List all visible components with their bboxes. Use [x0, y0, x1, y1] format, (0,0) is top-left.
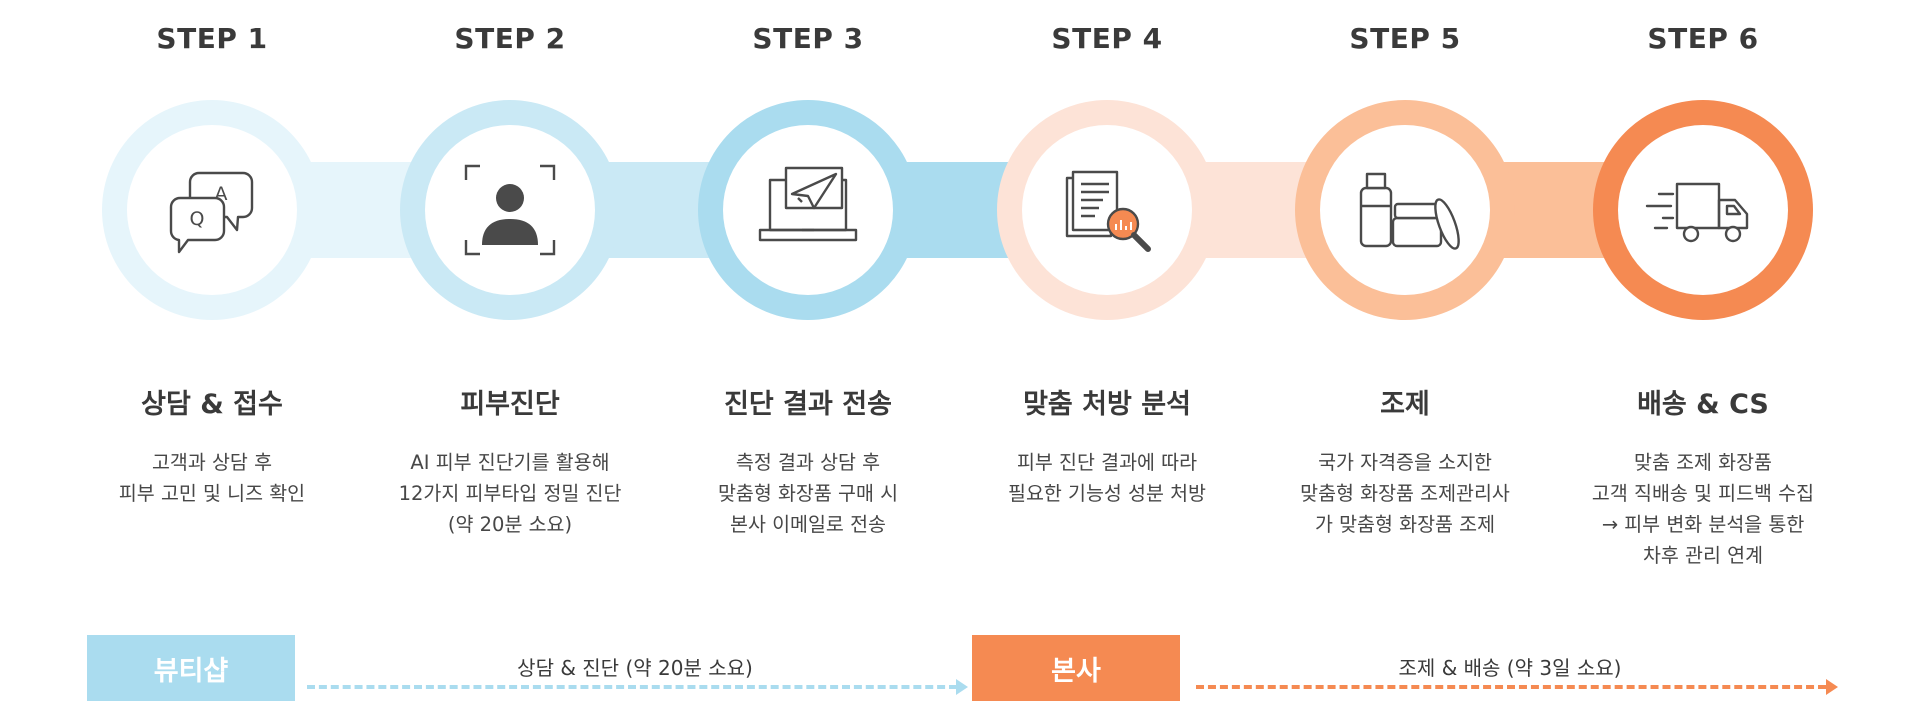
headquarters-dashed-arrow	[1196, 685, 1826, 689]
step-description-line: 12가지 피부타입 정밀 진단	[398, 482, 622, 505]
headquarters-duration: 조제 & 배송 (약 3일 소요)	[1398, 656, 1622, 680]
step-description-line: 맞춤형 화장품 조제관리사	[1300, 482, 1510, 505]
step-label: STEP 5	[1349, 22, 1461, 55]
step-title: 진단 결과 전송	[724, 389, 892, 420]
step-title: 조제	[1380, 389, 1430, 420]
beauty-shop-arrowhead	[956, 679, 968, 695]
step-description-line: → 피부 변화 분석을 통한	[1601, 513, 1805, 536]
step-description-line: 측정 결과 상담 후	[735, 451, 881, 474]
beauty-shop-tag: 뷰티샵	[87, 635, 295, 701]
step-description: AI 피부 진단기를 활용해 12가지 피부타입 정밀 진단 (약 20분 소요)	[360, 447, 660, 540]
step-description-line: 피부 진단 결과에 따라	[1016, 451, 1198, 474]
step-label: STEP 1	[156, 22, 268, 55]
step-title: 배송 & CS	[1637, 389, 1769, 420]
step-description-line: 필요한 기능성 성분 처방	[1008, 482, 1206, 505]
headquarters-arrowhead	[1826, 679, 1838, 695]
step-ring-center	[723, 125, 893, 295]
step-label: STEP 4	[1051, 22, 1163, 55]
step-description-line: 국가 자격증을 소지한	[1318, 451, 1492, 474]
step-description-line: 가 맞춤형 화장품 조제	[1314, 513, 1496, 536]
beauty-shop-dashed-arrow	[307, 685, 957, 689]
step-description-line: AI 피부 진단기를 활용해	[410, 451, 610, 474]
step-description-line: 고객과 상담 후	[151, 451, 273, 474]
step-title: 상담 & 접수	[141, 389, 283, 420]
step-description-line: 차후 관리 연계	[1642, 544, 1764, 567]
step-label: STEP 3	[752, 22, 864, 55]
step-description-line: (약 20분 소요)	[447, 513, 573, 536]
step-description-line: 고객 직배송 및 피드백 수집	[1591, 482, 1815, 505]
step-ring-center	[1618, 125, 1788, 295]
step-label: STEP 6	[1647, 22, 1759, 55]
step-description-line: 맞춤 조제 화장품	[1634, 451, 1772, 474]
process-flow-diagram: A Q	[102, 100, 1813, 320]
headquarters-tag: 본사	[972, 635, 1180, 701]
step-description-line: 본사 이메일로 전송	[730, 513, 886, 536]
step-label: STEP 2	[454, 22, 566, 55]
step-description-line: 피부 고민 및 니즈 확인	[118, 482, 306, 505]
beauty-shop-duration: 상담 & 진단 (약 20분 소요)	[517, 656, 753, 680]
step-description-line: 맞춤형 화장품 구매 시	[717, 482, 899, 505]
step-title: 맞춤 처방 분석	[1023, 389, 1191, 420]
step-title: 피부진단	[460, 389, 560, 420]
